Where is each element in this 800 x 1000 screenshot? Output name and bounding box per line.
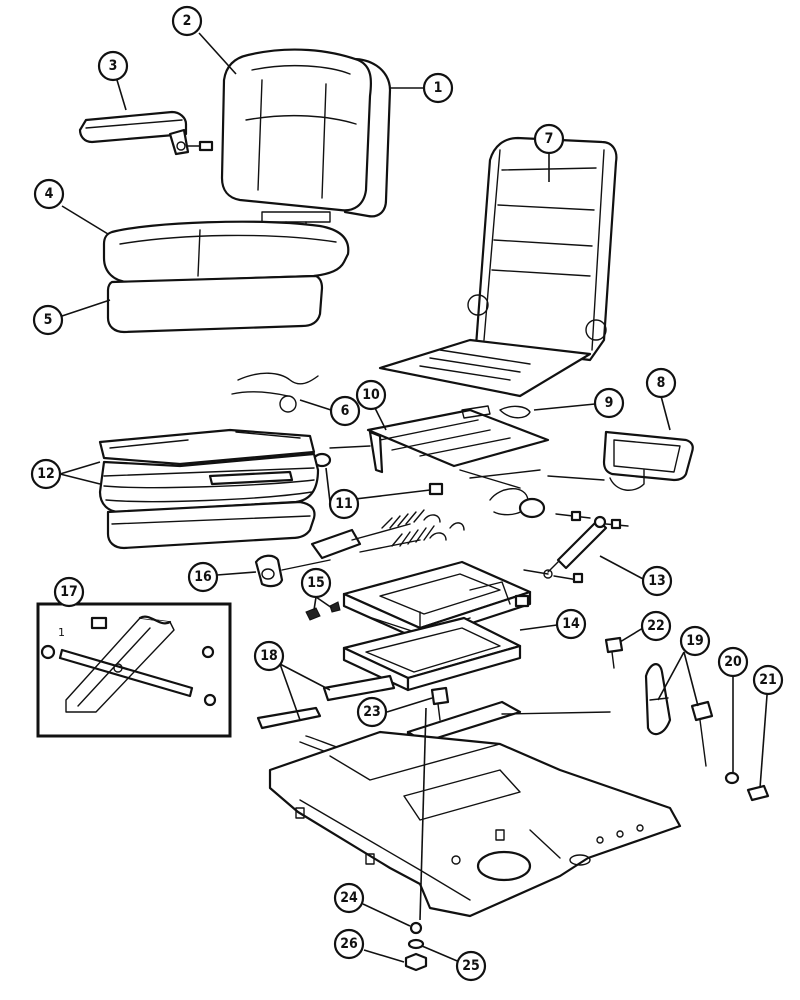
svg-text:7: 7 [545, 131, 554, 147]
seat-base-cushion [106, 274, 324, 334]
callout-21: 21 [752, 664, 784, 696]
base-plate [268, 730, 682, 918]
seat-frame [378, 136, 618, 398]
svg-text:26: 26 [340, 936, 358, 952]
bolt [430, 636, 624, 721]
svg-text:25: 25 [462, 958, 480, 974]
svg-text:8: 8 [657, 375, 666, 391]
svg-text:6: 6 [341, 403, 350, 419]
callout-3: 3 [97, 50, 129, 82]
svg-text:23: 23 [363, 704, 381, 720]
callout-15: 15 [300, 567, 332, 599]
callout-26: 26 [333, 928, 365, 960]
svg-text:4: 4 [45, 186, 54, 202]
callout-18: 18 [253, 640, 285, 672]
svg-text:13: 13 [648, 573, 666, 589]
svg-text:11: 11 [335, 496, 353, 512]
nut-washer [404, 921, 428, 972]
bellows [98, 428, 320, 550]
callout-25: 25 [455, 950, 487, 982]
callout-24: 24 [333, 882, 365, 914]
leader-lines [59, 32, 769, 967]
svg-text:24: 24 [340, 890, 358, 906]
clip [305, 601, 341, 621]
adjuster-knob [254, 554, 331, 588]
spring-assembly [310, 509, 465, 560]
svg-text:9: 9 [605, 395, 614, 411]
svg-text:3: 3 [109, 58, 118, 74]
callout-9: 9 [593, 387, 625, 419]
damper [523, 510, 629, 584]
svg-text:5: 5 [44, 312, 53, 328]
armrest [78, 110, 214, 156]
svg-text:14: 14 [562, 616, 580, 632]
callout-5: 5 [32, 304, 64, 336]
callout-6: 6 [329, 395, 361, 427]
callout-12: 12 [30, 458, 62, 490]
washer-bolt [724, 771, 770, 802]
lever-handle [644, 663, 714, 767]
svg-text:21: 21 [759, 672, 777, 688]
svg-text:19: 19 [686, 633, 704, 649]
callout-2: 2 [171, 5, 203, 37]
seat-cushion [102, 220, 350, 284]
svg-text:1: 1 [434, 80, 443, 96]
svg-text:22: 22 [647, 618, 665, 634]
svg-text:17: 17 [60, 584, 78, 600]
callout-22: 22 [640, 610, 672, 642]
inset-detail: 1 [36, 602, 232, 738]
callout-20: 20 [717, 646, 749, 678]
callout-1: 1 [422, 72, 454, 104]
inset-label: 1 [58, 626, 65, 639]
svg-text:20: 20 [724, 654, 742, 670]
callout-19: 19 [679, 625, 711, 657]
slide-mechanism [329, 408, 550, 489]
callout-10: 10 [355, 379, 387, 411]
callout-4: 4 [33, 178, 65, 210]
svg-text:12: 12 [37, 466, 55, 482]
callout-8: 8 [645, 367, 677, 399]
svg-text:18: 18 [260, 648, 278, 664]
cable-loop [231, 372, 319, 413]
svg-text:15: 15 [307, 575, 325, 591]
pad [461, 405, 531, 419]
suspension-top-plate [342, 560, 532, 642]
callout-23: 23 [356, 696, 388, 728]
callout-13: 13 [641, 565, 673, 597]
svg-text:16: 16 [194, 569, 212, 585]
callout-16: 16 [187, 561, 219, 593]
svg-text:2: 2 [183, 13, 192, 29]
callout-7: 7 [533, 123, 565, 155]
svg-text:10: 10 [362, 387, 380, 403]
backrest-cushion [220, 48, 373, 233]
callout-14: 14 [555, 608, 587, 640]
callout-17: 17 [53, 576, 85, 608]
lever-panel [489, 430, 694, 519]
callout-11: 11 [328, 488, 360, 520]
